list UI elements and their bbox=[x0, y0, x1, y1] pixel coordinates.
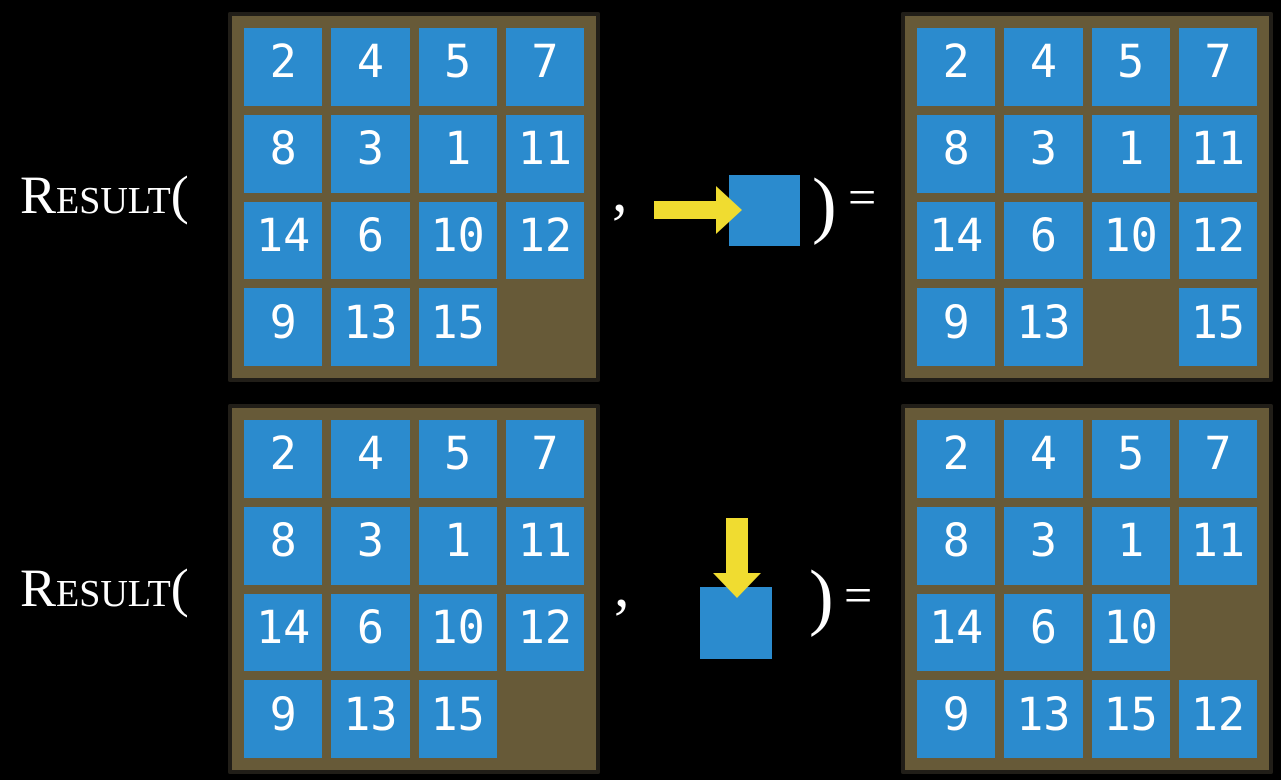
equals-sign: = bbox=[844, 567, 873, 623]
function-label: Result( bbox=[20, 558, 189, 618]
tile-14: 14 bbox=[244, 201, 323, 280]
tile-13: 13 bbox=[1004, 288, 1083, 366]
tile-7: 7 bbox=[505, 420, 584, 498]
tile-6: 6 bbox=[1004, 593, 1083, 672]
tile-9: 9 bbox=[917, 288, 996, 366]
tile-4: 4 bbox=[1004, 28, 1083, 106]
blank-cell bbox=[506, 288, 584, 366]
tile-9: 9 bbox=[244, 288, 323, 366]
tile-14: 14 bbox=[244, 593, 323, 672]
tile-2: 2 bbox=[917, 28, 996, 106]
comma: , bbox=[612, 157, 628, 225]
function-label: Result( bbox=[20, 165, 189, 225]
tile-10: 10 bbox=[1091, 593, 1170, 672]
tile-13: 13 bbox=[1004, 680, 1083, 758]
tile-15: 15 bbox=[1178, 288, 1257, 366]
tile-11: 11 bbox=[1178, 506, 1257, 585]
tile-3: 3 bbox=[331, 506, 410, 585]
tile-10: 10 bbox=[418, 201, 497, 280]
tile-7: 7 bbox=[1178, 420, 1257, 498]
tile-1: 1 bbox=[418, 114, 497, 193]
tile-15: 15 bbox=[1091, 680, 1170, 758]
right-arrow-icon bbox=[654, 186, 742, 234]
tile-8: 8 bbox=[244, 506, 323, 585]
close-paren: ) bbox=[809, 556, 834, 638]
tile-1: 1 bbox=[418, 506, 497, 585]
tile-1: 1 bbox=[1091, 506, 1170, 585]
tile-12: 12 bbox=[1178, 201, 1257, 280]
tile-14: 14 bbox=[917, 593, 996, 672]
tile-2: 2 bbox=[244, 28, 323, 106]
tile-15: 15 bbox=[418, 680, 497, 758]
tile-10: 10 bbox=[418, 593, 497, 672]
blank-cell bbox=[506, 680, 584, 758]
tile-5: 5 bbox=[418, 28, 497, 106]
blank-cell bbox=[1179, 594, 1257, 672]
tile-8: 8 bbox=[917, 506, 996, 585]
tile-7: 7 bbox=[1178, 28, 1257, 106]
tile-12: 12 bbox=[505, 593, 584, 672]
tile-3: 3 bbox=[1004, 114, 1083, 193]
tile-5: 5 bbox=[1091, 28, 1170, 106]
tile-5: 5 bbox=[1091, 420, 1170, 498]
tile-14: 14 bbox=[917, 201, 996, 280]
tile-11: 11 bbox=[1178, 114, 1257, 193]
close-paren: ) bbox=[812, 164, 837, 246]
tile-4: 4 bbox=[331, 28, 410, 106]
down-arrow-icon bbox=[713, 518, 761, 598]
tile-4: 4 bbox=[331, 420, 410, 498]
blank-cell bbox=[1092, 288, 1170, 366]
tile-9: 9 bbox=[917, 680, 996, 758]
tile-8: 8 bbox=[917, 114, 996, 193]
tile-11: 11 bbox=[505, 506, 584, 585]
tile-9: 9 bbox=[244, 680, 323, 758]
tile-8: 8 bbox=[244, 114, 323, 193]
tile-6: 6 bbox=[331, 201, 410, 280]
tile-10: 10 bbox=[1091, 201, 1170, 280]
tile-2: 2 bbox=[244, 420, 323, 498]
tile-5: 5 bbox=[418, 420, 497, 498]
tile-6: 6 bbox=[331, 593, 410, 672]
tile-3: 3 bbox=[1004, 506, 1083, 585]
tile-15: 15 bbox=[418, 288, 497, 366]
tile-13: 13 bbox=[331, 680, 410, 758]
tile-12: 12 bbox=[1178, 680, 1257, 758]
comma: , bbox=[614, 552, 630, 620]
tile-4: 4 bbox=[1004, 420, 1083, 498]
tile-2: 2 bbox=[917, 420, 996, 498]
tile-3: 3 bbox=[331, 114, 410, 193]
tile-7: 7 bbox=[505, 28, 584, 106]
tile-11: 11 bbox=[505, 114, 584, 193]
equals-sign: = bbox=[848, 169, 877, 225]
tile-square bbox=[700, 587, 772, 659]
tile-6: 6 bbox=[1004, 201, 1083, 280]
tile-13: 13 bbox=[331, 288, 410, 366]
tile-12: 12 bbox=[505, 201, 584, 280]
tile-1: 1 bbox=[1091, 114, 1170, 193]
